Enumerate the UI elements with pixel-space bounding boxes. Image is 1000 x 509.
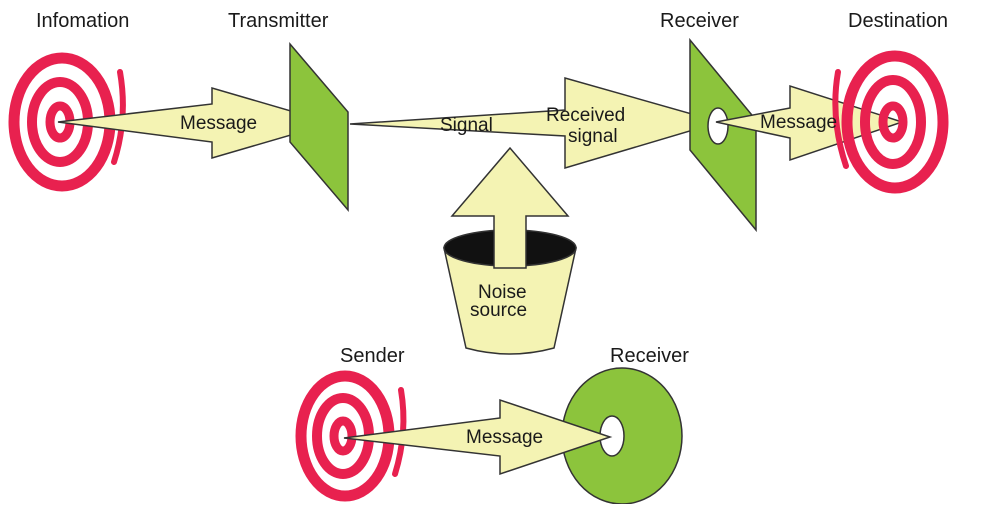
message-label-2: Message: [760, 112, 837, 133]
transmitter-panel: [289, 41, 349, 213]
receiver-bottom-title: Receiver: [610, 345, 689, 367]
transmitter-title: Transmitter: [228, 10, 329, 32]
noise-arrow: [450, 146, 570, 269]
message-label: Message: [180, 113, 257, 134]
received-signal-label-line2: signal: [568, 126, 618, 147]
signal-label: Signal: [440, 115, 493, 136]
information-title: Infomation: [36, 10, 129, 32]
signal-arrow: [349, 77, 723, 170]
noise-source-label-line1: Noise: [478, 282, 527, 303]
receiver-panel: [689, 37, 757, 233]
received-signal-label-line1: Received: [546, 105, 625, 126]
message-label-bottom: Message: [466, 427, 543, 448]
sender-title: Sender: [340, 345, 405, 367]
destination-spiral-icon: [832, 50, 949, 194]
receiver-title: Receiver: [660, 10, 739, 32]
message-arrow-bottom: [343, 398, 613, 476]
noise-source-label-line2: source: [470, 300, 527, 321]
destination-title: Destination: [848, 10, 948, 32]
